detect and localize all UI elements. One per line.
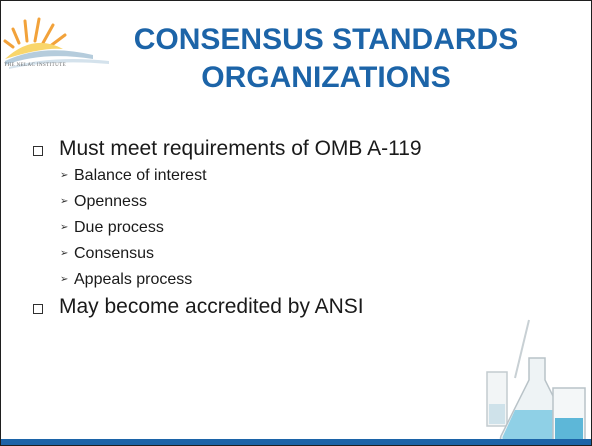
title-line-1: CONSENSUS STANDARDS <box>133 23 519 56</box>
title-line-2: ORGANIZATIONS <box>201 61 451 94</box>
bullet-text: Must meet requirements of OMB A-119 <box>59 137 422 160</box>
bullet-list: Must meet requirements of OMB A-119 ➢ Ba… <box>25 135 545 321</box>
square-bullet-icon <box>33 304 43 314</box>
sub-bullet-text: Due process <box>74 219 164 236</box>
sun-logo-icon <box>3 17 109 69</box>
slide-title: CONSENSUS STANDARDS ORGANIZATIONS <box>91 21 561 97</box>
bullet-item: Must meet requirements of OMB A-119 <box>25 135 545 163</box>
arrow-bullet-icon: ➢ <box>60 274 69 285</box>
arrow-bullet-icon: ➢ <box>60 222 69 233</box>
logo-caption: THE NELAC INSTITUTE <box>4 63 67 68</box>
sub-bullet-item: ➢ Consensus <box>25 241 545 267</box>
sub-bullet-item: ➢ Openness <box>25 189 545 215</box>
square-bullet-icon <box>33 146 43 156</box>
bottom-accent-bar <box>1 439 591 445</box>
bullet-text: May become accredited by ANSI <box>59 295 364 318</box>
sub-bullet-text: Consensus <box>74 245 155 262</box>
sub-bullet-text: Balance of interest <box>74 167 207 184</box>
sub-bullet-text: Openness <box>74 193 147 210</box>
arrow-bullet-icon: ➢ <box>60 170 69 181</box>
arrow-bullet-icon: ➢ <box>60 248 69 259</box>
sub-bullet-item: ➢ Due process <box>25 215 545 241</box>
sub-bullet-text: Appeals process <box>74 271 193 288</box>
sub-bullet-item: ➢ Balance of interest <box>25 163 545 189</box>
bullet-item: May become accredited by ANSI <box>25 293 545 321</box>
lab-glassware-icon <box>486 319 586 443</box>
arrow-bullet-icon: ➢ <box>60 196 69 207</box>
sub-bullet-item: ➢ Appeals process <box>25 267 545 293</box>
